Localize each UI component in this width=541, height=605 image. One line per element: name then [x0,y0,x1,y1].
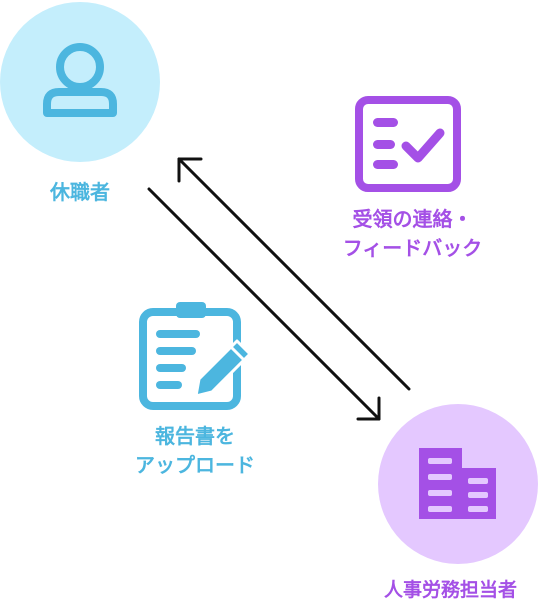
upload-label-line1: 報告書を [155,424,235,448]
upload-label: 報告書を アップロード [95,422,295,480]
upload-label-line2: アップロード [135,453,255,477]
upload-arrow [147,187,381,421]
hr-label: 人事労務担当者 [383,579,517,601]
building-icon [419,448,496,519]
feedback-label: 受領の連絡・ フィードバック [300,205,525,263]
feedback-arrow [177,157,411,391]
person-icon [43,43,117,117]
checklist-icon [355,96,461,192]
employee-label: 休職者 [50,180,110,204]
feedback-label-line1: 受領の連絡・ [352,207,473,231]
feedback-label-line2: フィードバック [342,236,483,260]
employee-circle [0,2,160,162]
clipboard-pencil-icon [139,302,252,410]
